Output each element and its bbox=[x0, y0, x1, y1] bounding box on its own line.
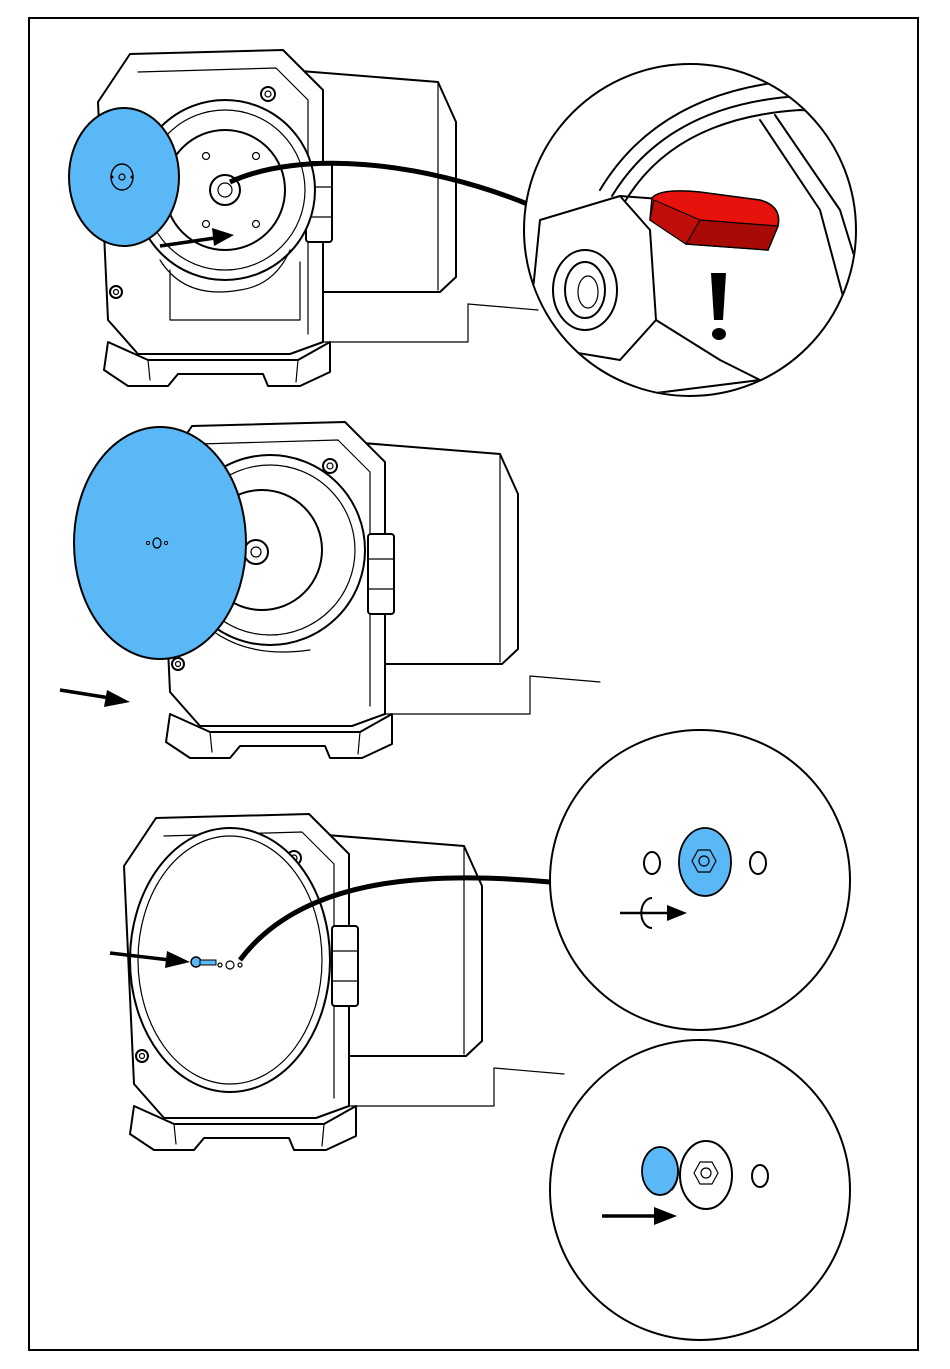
detail-zoom-remove bbox=[550, 1040, 850, 1340]
rotor-cover-part bbox=[69, 108, 179, 246]
detail-zoom-unscrew bbox=[550, 730, 850, 1030]
detail-zoom-warning bbox=[524, 64, 880, 400]
rotor-cover-part bbox=[74, 427, 246, 659]
direction-arrow-icon bbox=[60, 690, 130, 707]
step-3-pump bbox=[124, 814, 564, 1150]
